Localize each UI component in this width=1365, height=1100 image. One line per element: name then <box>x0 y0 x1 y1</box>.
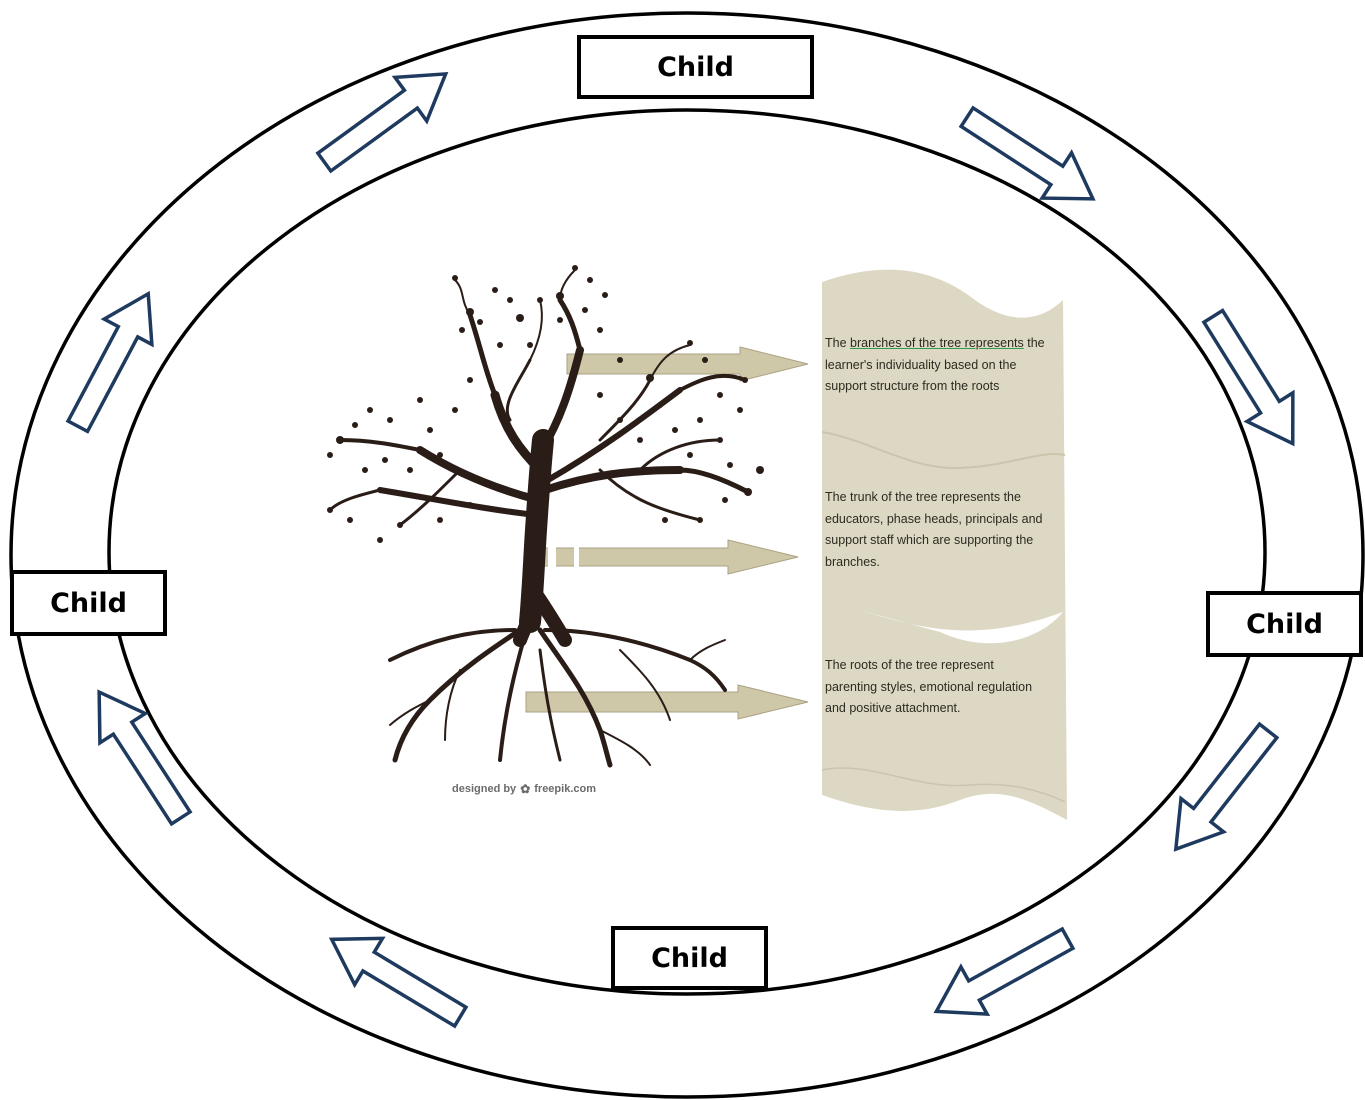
child-label-right: Child <box>1246 608 1323 640</box>
cycle-arrows <box>65 71 1295 1029</box>
child-label-bottom: Child <box>651 942 728 974</box>
panel-text-trunk: The trunk of the tree represents the edu… <box>825 490 1043 569</box>
image-credit: designed by ✿ freepik.com <box>452 782 596 796</box>
credit-text: designed by <box>452 783 517 795</box>
panel-text-branches: The branches of the tree represents the … <box>825 333 1057 398</box>
panel-text-branches-suffix: the learner's individuality based on the… <box>825 336 1045 393</box>
child-box-right: Child <box>1206 591 1363 657</box>
child-box-top: Child <box>577 35 814 99</box>
cycle-arrow-right-lower <box>1173 721 1280 852</box>
panel-text-branches-underlined: branches of the tree represents <box>850 336 1024 350</box>
pointer-arrow-trunk-notch <box>548 546 556 568</box>
banner-panel <box>821 269 1067 821</box>
child-label-top: Child <box>657 51 734 83</box>
cycle-arrow-bottom-right <box>933 926 1076 1017</box>
inner-ring <box>107 108 1267 996</box>
credit-brand: freepik.com <box>534 783 596 795</box>
tree-illustration <box>328 269 751 768</box>
child-box-left: Child <box>10 570 167 636</box>
cycle-arrow-right-upper <box>1201 308 1295 447</box>
tree-leaves <box>327 265 764 543</box>
cycle-arrow-left-lower <box>97 689 193 827</box>
cycle-arrow-bottom-left <box>328 936 469 1029</box>
freepik-logo-icon: ✿ <box>520 782 531 796</box>
cycle-arrow-top-left <box>315 71 449 174</box>
child-box-bottom: Child <box>611 926 768 990</box>
cycle-arrow-left-upper <box>65 290 154 434</box>
pointer-arrows <box>525 346 809 720</box>
child-label-left: Child <box>50 587 127 619</box>
pointer-arrow-roots <box>525 684 809 720</box>
pointer-arrow-trunk <box>539 539 799 575</box>
pointer-arrow-trunk-notch-2 <box>574 546 579 568</box>
panel-text-roots: The roots of the tree represent parentin… <box>825 658 1033 715</box>
pointer-arrow-branches <box>566 346 809 382</box>
outer-ring <box>9 11 1365 1099</box>
panel-text-branches-prefix: The <box>825 336 847 350</box>
cycle-arrow-top-right <box>958 105 1096 201</box>
